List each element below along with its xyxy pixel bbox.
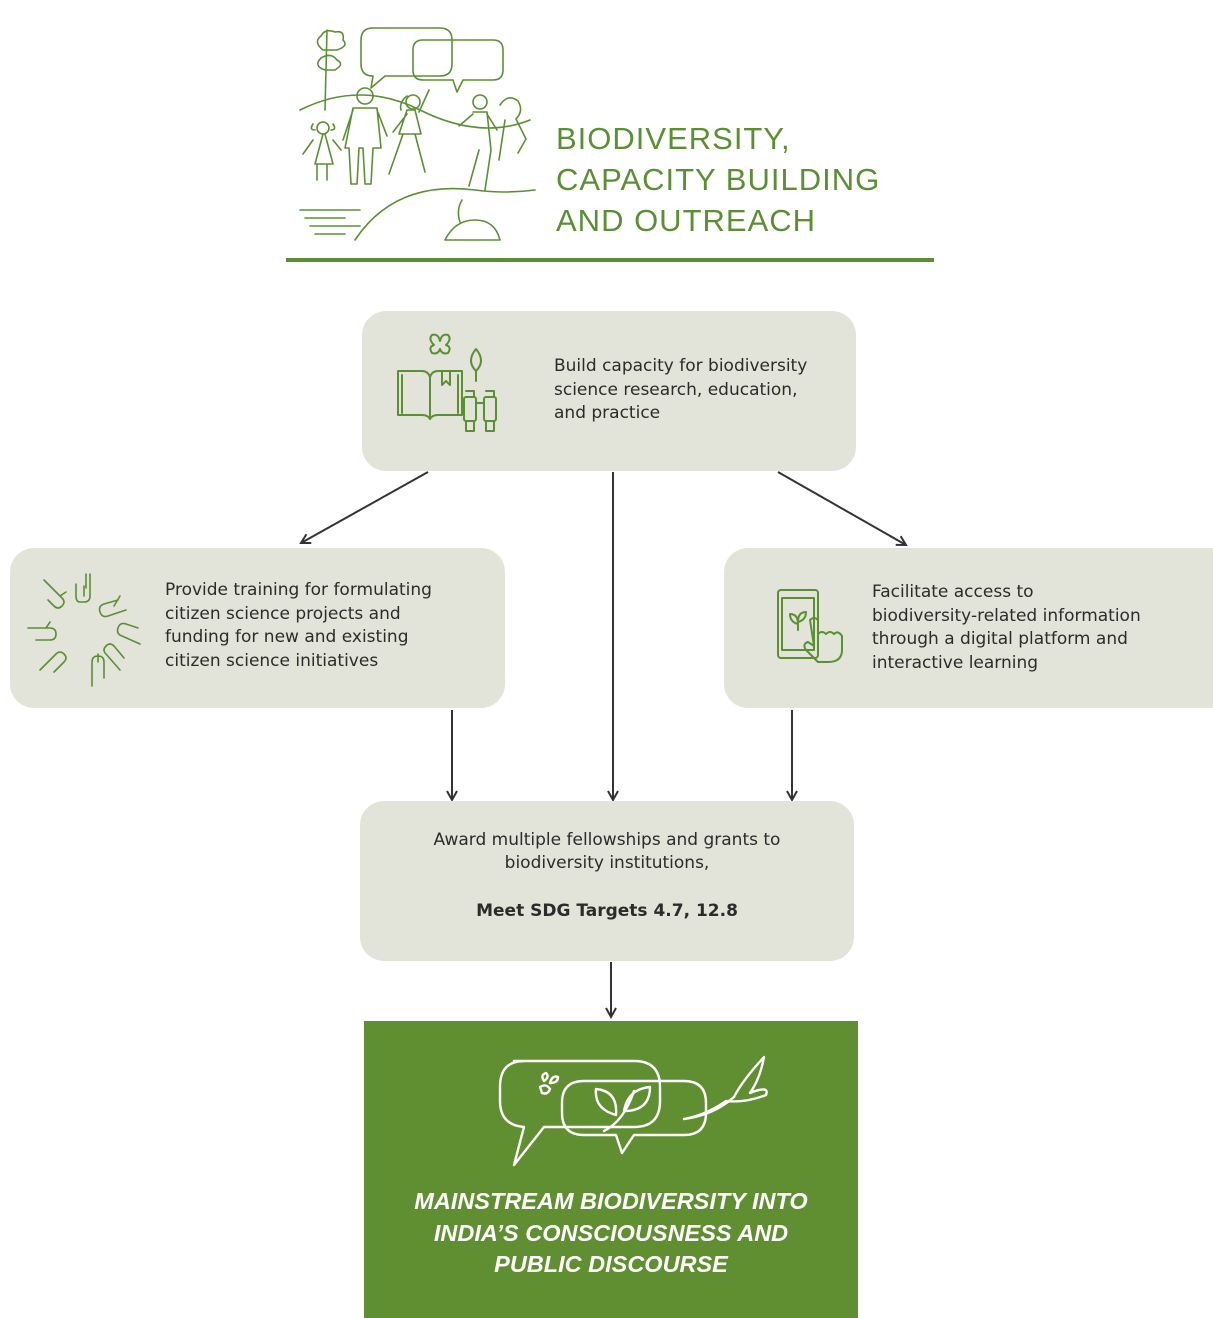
node-top-line-3: and practice: [554, 403, 661, 423]
node-left-line-3: funding for new and existing: [165, 627, 409, 647]
node-top-line-1: Build capacity for biodiversity: [554, 356, 808, 376]
book-binoculars-butterfly-leaf-icon: [397, 333, 497, 432]
node-middle-line-2: biodiversity institutions,: [504, 853, 710, 873]
node-left-line-1: Provide training for formulating: [165, 580, 432, 600]
tablet-touch-icon: [777, 589, 843, 663]
people-walking-nature-icon: [299, 27, 536, 241]
node-fellowships-grants: Award multiple fellowships and grants to…: [360, 801, 854, 961]
node-right-text: Facilitate access to biodiversity-relate…: [872, 581, 1141, 675]
page-title: BIODIVERSITY, CAPACITY BUILDING AND OUTR…: [556, 118, 976, 241]
node-build-capacity: Build capacity for biodiversity science …: [362, 311, 856, 471]
node-middle-sdg: Meet SDG Targets 4.7, 12.8: [476, 901, 738, 921]
node-right-line-2: biodiversity-related information: [872, 605, 1141, 626]
title-line-3: AND OUTREACH: [556, 203, 817, 238]
node-right-line-3: through a digital platform and: [872, 629, 1128, 649]
node-middle-line-1: Award multiple fellowships and grants to: [433, 830, 781, 850]
title-line-1: BIODIVERSITY,: [556, 121, 791, 156]
node-top-text: Build capacity for biodiversity science …: [554, 355, 807, 426]
node-digital-platform: Facilitate access to biodiversity-relate…: [724, 548, 1213, 708]
node-citizen-science-training: Provide training for formulating citizen…: [10, 548, 505, 708]
node-right-line-1: Facilitate access to: [872, 582, 1034, 602]
arrow-top-to-left: [301, 471, 429, 543]
node-mainstream-biodiversity: MAINSTREAM BIODIVERSITY INTO INDIA’S CON…: [364, 1021, 858, 1318]
node-left-line-2: citizen science projects and: [165, 603, 401, 624]
node-bottom-line-1: MAINSTREAM BIODIVERSITY INTO: [414, 1188, 808, 1214]
arrow-top-to-right: [777, 471, 906, 545]
header-divider: [286, 258, 934, 262]
node-bottom-line-2: INDIA’S CONSCIOUSNESS AND: [433, 1219, 789, 1246]
node-left-text: Provide training for formulating citizen…: [165, 579, 432, 673]
title-line-2: CAPACITY BUILDING: [556, 162, 881, 197]
circle-of-hands-icon: [27, 573, 141, 687]
node-top-line-2: science research, education,: [554, 379, 798, 400]
node-right-line-4: interactive learning: [872, 652, 1039, 673]
node-bottom-text: MAINSTREAM BIODIVERSITY INTO INDIA’S CON…: [364, 1186, 858, 1281]
node-left-line-4: citizen science initiatives: [165, 650, 379, 671]
node-bottom-line-3: PUBLIC DISCOURSE: [494, 1251, 728, 1277]
speech-bubbles-leaf-bird-bee-icon: [498, 1055, 768, 1167]
